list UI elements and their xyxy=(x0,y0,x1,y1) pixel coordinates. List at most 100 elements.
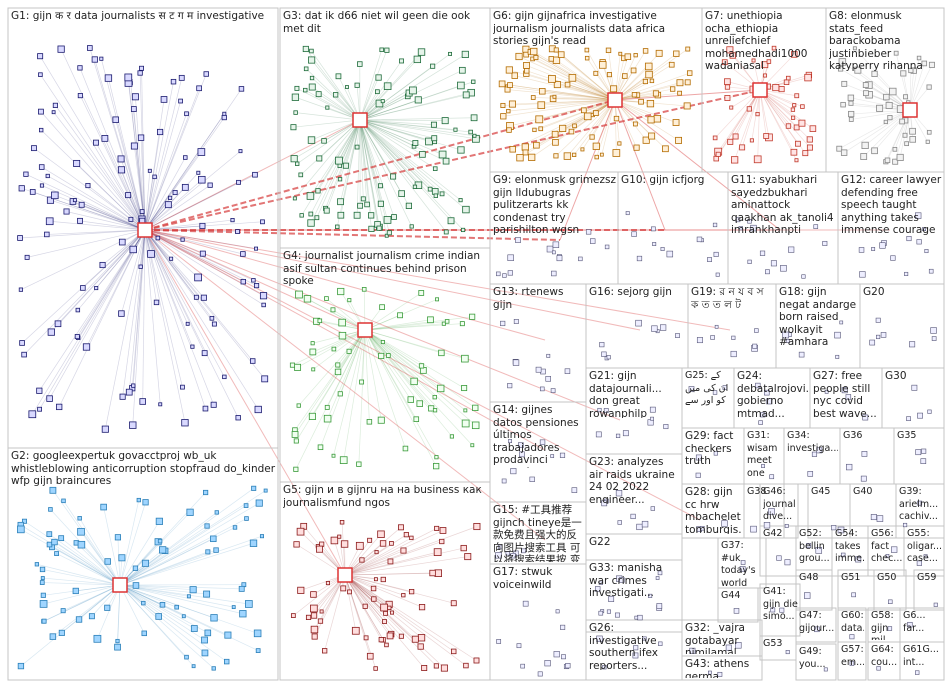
node xyxy=(101,504,107,510)
node xyxy=(839,59,846,66)
node xyxy=(19,186,24,191)
node xyxy=(159,547,165,553)
node xyxy=(831,525,836,530)
node xyxy=(807,145,812,150)
node xyxy=(508,271,513,276)
node xyxy=(24,172,28,176)
node xyxy=(195,274,202,281)
node xyxy=(158,539,162,543)
node xyxy=(331,308,335,312)
node xyxy=(239,150,242,153)
node xyxy=(49,508,53,512)
node xyxy=(740,145,745,150)
node xyxy=(386,354,390,358)
node xyxy=(841,102,846,107)
node xyxy=(581,148,584,151)
group-box-g46 xyxy=(760,484,798,538)
node xyxy=(927,85,931,89)
node xyxy=(205,524,209,528)
node xyxy=(345,86,348,89)
group-box-g42 xyxy=(760,526,796,576)
node xyxy=(369,226,374,231)
edge xyxy=(311,120,360,223)
node xyxy=(51,192,58,199)
node xyxy=(842,81,847,86)
node xyxy=(651,227,655,231)
node xyxy=(803,151,808,156)
node xyxy=(232,606,235,609)
node xyxy=(254,630,261,637)
node xyxy=(463,206,470,213)
node xyxy=(437,385,444,392)
node xyxy=(237,180,241,184)
edge xyxy=(145,89,241,230)
node xyxy=(795,141,800,146)
node xyxy=(78,66,82,70)
node xyxy=(506,551,510,555)
node xyxy=(752,59,755,62)
edge xyxy=(101,59,145,230)
node xyxy=(653,91,658,96)
node xyxy=(635,616,638,619)
node xyxy=(751,225,757,231)
node xyxy=(463,92,469,98)
node xyxy=(73,199,76,202)
node xyxy=(510,146,516,152)
edge xyxy=(302,120,360,215)
group-box-g64 xyxy=(868,642,900,680)
node xyxy=(584,113,591,120)
node xyxy=(239,586,244,591)
node xyxy=(197,86,202,91)
group-box-g44 xyxy=(718,588,758,622)
edge xyxy=(120,519,246,585)
node xyxy=(224,659,229,664)
node xyxy=(473,134,476,137)
node xyxy=(433,409,436,412)
node xyxy=(512,73,518,79)
node xyxy=(517,644,521,648)
node xyxy=(599,62,606,69)
node xyxy=(523,601,528,606)
node xyxy=(448,52,451,55)
node xyxy=(783,332,789,338)
node xyxy=(900,119,905,124)
node xyxy=(320,610,323,613)
node xyxy=(250,540,257,547)
node xyxy=(643,79,647,83)
node xyxy=(799,352,804,357)
node xyxy=(173,190,177,194)
node xyxy=(300,214,304,218)
node xyxy=(435,526,439,530)
edge xyxy=(299,330,365,406)
node xyxy=(402,593,405,596)
node xyxy=(648,117,654,123)
node xyxy=(795,159,798,162)
node xyxy=(932,337,936,341)
node xyxy=(105,75,112,82)
node xyxy=(139,66,143,70)
node xyxy=(770,475,774,479)
node xyxy=(565,82,570,87)
node xyxy=(502,479,506,483)
node xyxy=(877,516,883,522)
node xyxy=(554,48,558,52)
node xyxy=(727,47,733,53)
node xyxy=(87,46,92,51)
node xyxy=(907,417,911,421)
node xyxy=(223,112,226,115)
group-box-g12 xyxy=(838,172,944,284)
node xyxy=(59,630,64,635)
node xyxy=(618,142,621,145)
node xyxy=(823,241,827,245)
node xyxy=(917,413,922,418)
node xyxy=(153,175,157,179)
node xyxy=(42,619,46,623)
node xyxy=(634,145,639,150)
node xyxy=(496,552,502,558)
node xyxy=(461,355,468,362)
node xyxy=(461,545,466,550)
node xyxy=(673,119,679,125)
node xyxy=(725,95,730,100)
node xyxy=(336,363,340,367)
